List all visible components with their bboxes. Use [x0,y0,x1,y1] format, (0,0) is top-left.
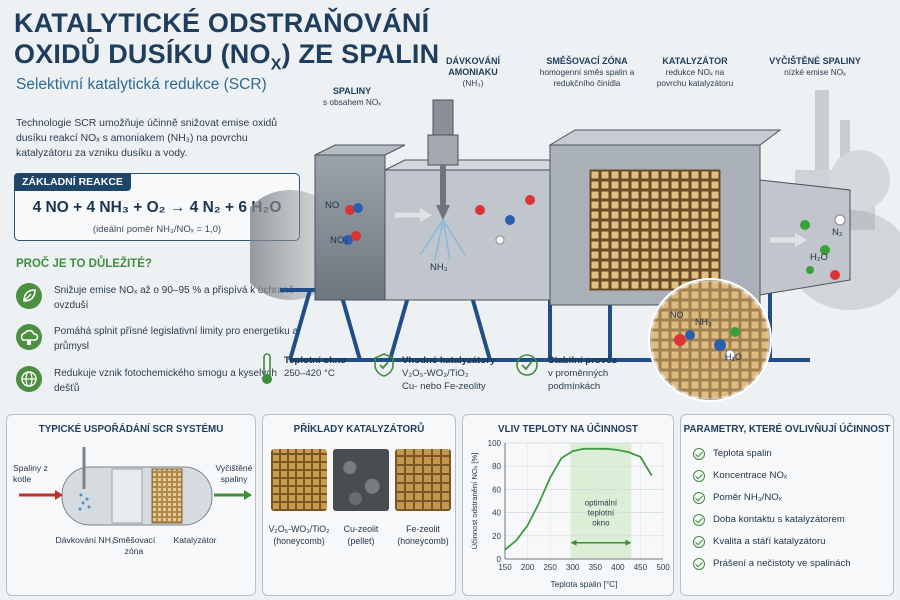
reaction-equation: 4 NO + 4 NH₃ + O₂ → 4 N₂ + 6 H₂O [32,199,282,216]
mixing-duct [384,169,551,301]
mixing-zone-block [111,468,143,524]
thermometer-icon [262,353,272,384]
intro-text: Technologie SCR umožňuje účinně snižovat… [16,118,278,159]
x-tick-label: 450 [634,563,648,572]
outlet-duct [759,179,851,296]
x-tick-label: 500 [656,563,670,572]
zoom-label-nh3: NH₃ [695,317,712,327]
check-icon [693,514,705,526]
x-tick-label: 150 [498,563,512,572]
x-axis-label: Teplota spalin [°C] [551,579,618,589]
layout-inlet-label: Spaliny z kotle [13,463,48,484]
label-mixing: SMĚŠOVACÍ ZÓNA homogenní směs spalin a r… [539,56,635,88]
panel-chart: VLIV TEPLOTY NA ÚČINNOST 0 20 40 60 80 100 150… [462,414,674,596]
y-tick-label: 40 [492,509,501,518]
y-tick-label: 20 [492,532,501,541]
inlet-duct [314,154,386,301]
shield-check-icon [374,353,394,377]
efficiency-chart: 0 20 40 60 80 100 150 200 250 300 350 400 450 500 opti… [470,439,670,589]
check-icon [693,492,705,504]
why-title: PROČ JE TO DŮLEŽITÉ? [16,258,152,270]
label-clean: VYČIŠTĚNÉ SPALINY nízké emise NOₓ [769,56,861,77]
x-tick-label: 350 [589,563,603,572]
zoom-label-no: NO [670,310,684,320]
check-circle-icon [516,354,538,376]
catalyst-caption: Cu-zeolit(pellet) [343,524,379,546]
chart-title: VLIV TEPLOTY NA ÚČINNOST [498,424,638,435]
y-tick-label: 80 [492,462,501,471]
y-axis-label: Účinnost odstranění NOₓ [%] [470,453,479,550]
zoom-label-h2o: H₂O [725,352,742,362]
layout-mixing-label: Směšovací zóna [112,535,156,556]
layout-outlet-label: Vyčištěné spaliny [215,463,253,484]
label-nh3: NH₃ [430,262,448,273]
title-line-1: KATALYTICKÉ ODSTRAŇOVÁNÍ [14,8,430,38]
label-h2o: H₂O [810,252,828,263]
molecules-outlet [800,214,846,280]
panel-layout: TYPICKÉ USPOŘÁDÁNÍ SCR SYSTÉMU Spaliny z… [6,414,256,596]
y-tick-label: 0 [497,555,502,564]
catalyst-zoom: NO NH₃ H₂O [648,278,772,402]
x-tick-label: 400 [611,563,625,572]
panel-params: PARAMETRY, KTERÉ OVLIVŇUJÍ ÚČINNOST [680,414,894,596]
catalyst-caption: Fe-zeolit(honeycomb) [397,524,449,546]
label-dosing: DÁVKOVÁNÍ AMONIAKU (NH₃) [445,56,500,88]
globe-icon [16,366,42,392]
layout-catalyst-label: Katalyzátor [173,535,217,545]
x-tick-label: 200 [521,563,535,572]
title-line-2: OXIDŮ DUSÍKU (NOX) ZE SPALIN [14,39,440,74]
x-tick-label: 250 [543,563,557,572]
label-flue-gas: SPALINY s obsahem NOₓ [322,86,382,107]
check-icon [693,470,705,482]
layout-dosing-label: Dávkování NH₃ [55,535,115,545]
scr-illustration: NO NO₂ NH₃ N₂ H₂O NO NH₃ H₂O [250,90,900,402]
catalyst-sample-vanadium [271,449,327,511]
benefit-item: Redukuje vznik fotochemického smogu a ky… [16,366,316,402]
catalyst-sample-cu-zeolite [333,449,389,511]
panel-catalysts: PŘÍKLADY KATALYZÁTORŮ V₂O₅-WO₃/TiO₂(hone… [262,414,456,596]
check-icon [693,536,705,548]
ammonia-injector [419,99,466,261]
label-catalyst: KATALYZÁTOR redukce NOₓ na povrchu katal… [656,56,734,88]
check-icon [693,448,705,460]
x-tick-label: 300 [566,563,580,572]
catalyst-block [151,468,183,524]
y-tick-label: 60 [492,485,501,494]
arrow-head-left [570,539,577,546]
optimal-window-label: teplotní [588,509,615,518]
benefit-item: Snižuje emise NOₓ až o 90–95 % a přispív… [16,283,316,319]
catalyst-caption: V₂O₅-WO₃/TiO₂(honeycomb) [268,524,330,546]
check-icon [693,558,705,570]
efficiency-curve [504,447,653,551]
cloud-factory-icon [16,324,42,350]
reaction-tag: ZÁKLADNÍ REAKCE [14,173,131,191]
optimal-window-label: optimální [585,499,618,508]
catalyst-honeycomb [589,169,721,291]
catalyst-sample-fe-zeolite [395,449,451,511]
leaf-icon [16,283,42,309]
label-n2: N₂ [832,227,843,238]
optimal-window-label: okno [592,519,610,528]
page-title: KATALYTICKÉ ODSTRAŇOVÁNÍ OXIDŮ DUSÍKU (N… [14,8,439,80]
label-no: NO [325,200,339,211]
molecules-inlet [343,195,535,245]
reaction-note: (ideální poměr NH₃/NOₓ = 1,0) [92,224,222,235]
label-no2: NO₂ [330,235,348,246]
benefit-item: Pomáhá splnit přísné legislativní limity… [16,324,316,360]
page-subtitle: Selektivní katalytická redukce (SCR) [16,76,267,93]
optimal-window-band [570,443,632,559]
arrow-head-right [625,539,632,546]
y-tick-label: 100 [488,439,502,448]
